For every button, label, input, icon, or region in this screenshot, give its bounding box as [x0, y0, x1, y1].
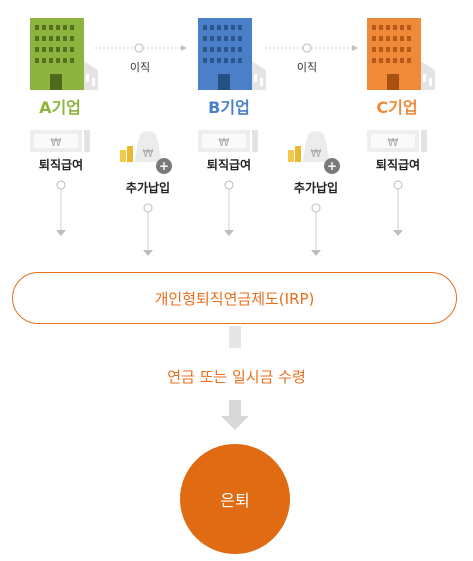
company-label-a: A기업 — [39, 98, 81, 117]
retire-label: 은퇴 — [220, 491, 250, 510]
svg-text:₩: ₩ — [388, 136, 399, 149]
building-c-icon — [367, 18, 435, 90]
down-arrow-extra-1 — [143, 203, 153, 256]
down-arrow-c — [393, 180, 403, 236]
svg-text:+: + — [327, 159, 337, 173]
move-connector-bc — [265, 43, 358, 53]
building-b-icon — [198, 18, 266, 90]
retire-circle: 은퇴 — [180, 444, 290, 554]
extra-payment-icon: ₩ + — [288, 131, 340, 174]
irp-label: 개인형퇴직연금제도(IRP) — [154, 289, 315, 308]
down-arrow-a — [56, 180, 66, 236]
irp-box: 개인형퇴직연금제도(IRP) — [12, 272, 457, 324]
extra-payment-icon: ₩ + — [120, 131, 172, 174]
severance-cash-icon: ₩ — [198, 130, 258, 152]
down-arrow-extra-2 — [311, 203, 321, 256]
extra-payment-label-2: 추가납입 — [293, 181, 339, 195]
svg-text:₩: ₩ — [51, 136, 62, 149]
severance-cash-icon: ₩ — [30, 130, 90, 152]
extra-payment-label-1: 추가납입 — [125, 181, 171, 195]
flow-arrow-irp-to-receive — [229, 326, 241, 348]
receive-label: 연금 또는 일시금 수령 — [167, 368, 306, 386]
svg-text:₩: ₩ — [311, 147, 322, 160]
move-label-bc: 이직 — [296, 61, 318, 74]
move-label-ab: 이직 — [129, 61, 151, 74]
flow-arrow-receive-to-retire — [221, 400, 249, 430]
company-label-b: B기업 — [208, 98, 250, 117]
down-arrow-b — [224, 180, 234, 236]
severance-label-c: 퇴직급여 — [375, 158, 421, 172]
svg-text:₩: ₩ — [143, 147, 154, 160]
svg-text:₩: ₩ — [219, 136, 230, 149]
severance-label-a: 퇴직급여 — [38, 158, 84, 172]
severance-cash-icon: ₩ — [367, 130, 427, 152]
move-connector-ab — [95, 43, 187, 53]
building-a-icon — [30, 18, 98, 90]
svg-text:+: + — [159, 159, 169, 173]
company-label-c: C기업 — [376, 98, 418, 117]
severance-label-b: 퇴직급여 — [206, 158, 252, 172]
